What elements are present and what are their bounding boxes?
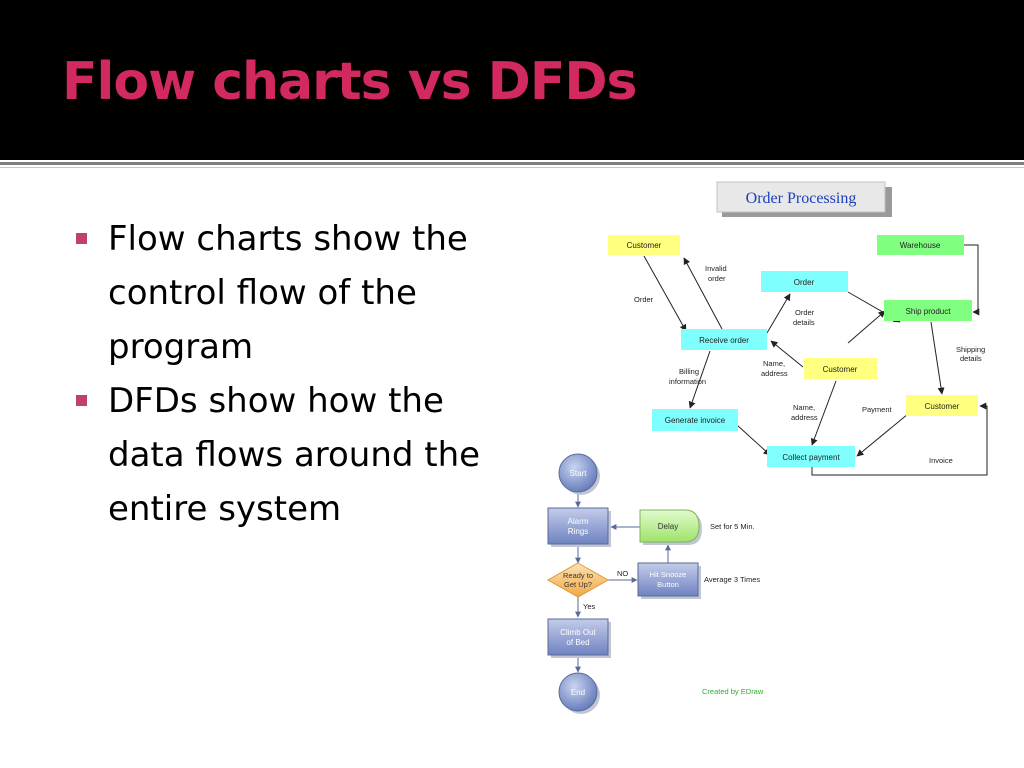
dfd-node-customer (804, 358, 877, 379)
dfd-diagram: Order Processing Customer Warehouse Orde… (608, 181, 988, 476)
arrow-invoice (811, 402, 988, 476)
title-bar: Flow charts vs DFDs (0, 0, 1024, 160)
flow-label: Name, (793, 403, 815, 412)
bullet-text: Flow charts show the control flow of the… (108, 219, 468, 367)
dfd-node-customer (906, 395, 978, 416)
dfd-node-ship-product (884, 300, 972, 321)
dfd-node-label: Generate invoice (665, 416, 726, 425)
bullet-item: Flow charts show the control flow of the… (72, 212, 522, 374)
flow-label: Order (795, 308, 815, 317)
flow-label: Rings (568, 527, 588, 536)
flow-alarm-node (547, 507, 609, 545)
dfd-node-label: Order (794, 278, 815, 287)
flow-label: Climb Out (560, 628, 596, 637)
divider-line (0, 162, 1024, 165)
flow-label: information (669, 377, 706, 386)
flow-start-node (558, 453, 598, 493)
flow-label: Hit Snooze (650, 570, 687, 579)
flow-label: Get Up? (564, 580, 592, 589)
dfd-node-label: Collect payment (782, 453, 840, 462)
edraw-credit: Created by EDraw (702, 687, 764, 696)
flow-label: address (791, 413, 818, 422)
flow-label: Alarm (568, 517, 589, 526)
divider-line-thin (0, 167, 1024, 168)
flow-end-node (558, 672, 598, 712)
arrow-shipping-details (930, 321, 945, 395)
flow-label: Invalid (705, 264, 727, 273)
flow-label: details (960, 354, 982, 363)
dfd-node-order (761, 271, 848, 292)
flow-label: Shipping (956, 345, 985, 354)
flow-decision-node (546, 562, 610, 598)
slide-title: Flow charts vs DFDs (62, 52, 637, 112)
dfd-node-customer (608, 235, 680, 255)
flow-label: Payment (862, 405, 893, 414)
bullet-item: DFDs show how the data flows around the … (72, 374, 522, 536)
dfd-node-generate-invoice (652, 409, 738, 431)
flow-label: of Bed (566, 638, 589, 647)
flow-note: Average 3 Times (704, 575, 760, 584)
flow-label: Name, (763, 359, 785, 368)
flow-label: Ready to (563, 571, 593, 580)
dfd-node-label: Warehouse (900, 241, 941, 250)
square-bullet-icon (76, 233, 87, 244)
bullet-list: Flow charts show the control flow of the… (72, 212, 522, 536)
flow-climb-node (547, 618, 609, 656)
flow-branch-label: Yes (583, 602, 595, 611)
flow-label: Order (634, 295, 654, 304)
flowchart-diagram: Start Alarm Rings Delay Set for 5 Min. R… (546, 453, 764, 714)
flow-label: End (571, 688, 585, 697)
dfd-node-label: Receive order (699, 336, 749, 345)
arrow-name-address-2 (810, 380, 837, 446)
dfd-node-label: Ship product (906, 307, 952, 316)
arrow-warehouse (964, 244, 980, 316)
flow-delay-node (639, 509, 700, 543)
dfd-title: Order Processing (746, 190, 857, 207)
square-bullet-icon (76, 395, 87, 406)
flow-note: Set for 5 Min. (710, 522, 755, 531)
arrow-invalid-order (683, 257, 723, 330)
dfd-title-box (716, 181, 886, 213)
arrow-payment (856, 413, 909, 457)
arrow-billing (688, 350, 711, 409)
dfd-node-label: Customer (925, 402, 960, 411)
flow-label: details (793, 318, 815, 327)
flow-branch-label: NO (617, 569, 628, 578)
bullet-text: DFDs show how the data flows around the … (108, 381, 481, 529)
dfd-node-label: Customer (823, 365, 858, 374)
dfd-node-collect-payment (767, 446, 855, 467)
flow-label: Button (657, 580, 679, 589)
arrow-order-in (643, 255, 687, 332)
arrow-name-address-1 (770, 340, 804, 368)
flow-label: Start (570, 469, 588, 478)
dfd-node-warehouse (877, 235, 964, 255)
arrow-to-ship (847, 310, 886, 344)
dfd-node-receive-order (681, 329, 767, 350)
dfd-node-label: Customer (627, 241, 662, 250)
flow-label: address (761, 369, 788, 378)
arrow-to-order (766, 293, 791, 334)
arrow-to-collect (736, 424, 771, 456)
flow-label: order (708, 274, 726, 283)
flow-label: Delay (658, 522, 678, 531)
flow-snooze-node (637, 562, 699, 597)
flow-label: Invoice (929, 456, 953, 465)
flow-label: Billing (679, 367, 699, 376)
